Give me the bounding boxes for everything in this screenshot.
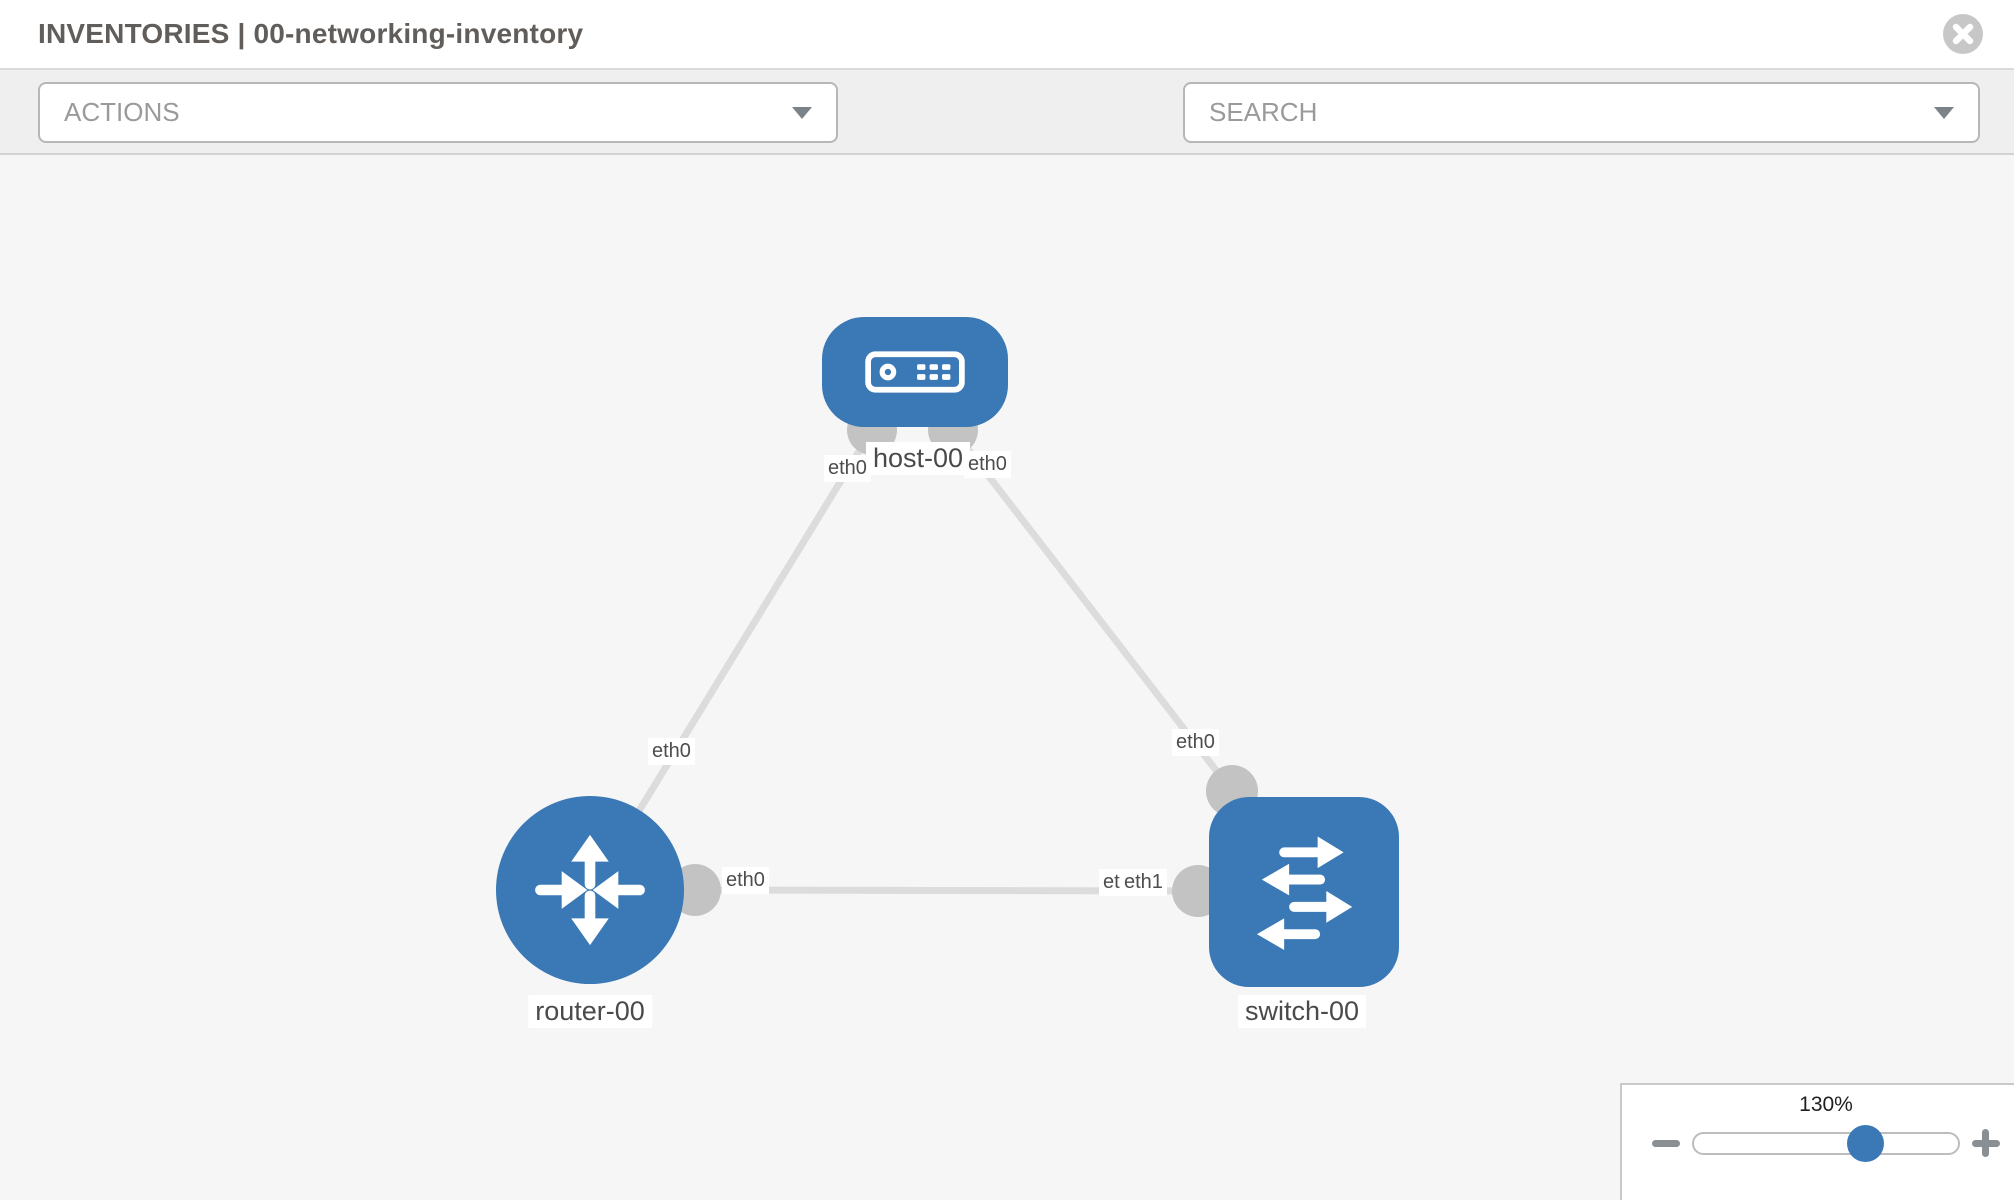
zoom-in-button[interactable]: [1970, 1127, 2002, 1159]
actions-dropdown[interactable]: ACTIONS: [38, 82, 838, 143]
toolbar: ACTIONS SEARCH: [0, 70, 2014, 205]
zoom-slider-thumb[interactable]: [1847, 1125, 1884, 1162]
actions-dropdown-label: ACTIONS: [64, 97, 180, 127]
minus-icon: [1652, 1140, 1680, 1147]
zoom-level-value: 130%: [1799, 1093, 1853, 1116]
topology-canvas[interactable]: host-00 router-00 switch-00 eth0 eth0 et…: [0, 155, 2014, 1200]
iface-label-router-side: eth0: [722, 867, 769, 894]
node-label-router: router-00: [528, 995, 652, 1028]
topology-links-layer: [587, 405, 1258, 917]
node-label-host: host-00: [865, 442, 971, 475]
close-icon: [1943, 14, 1983, 54]
iface-label-host-left: eth0: [824, 455, 871, 482]
node-router-00[interactable]: [496, 796, 684, 984]
iface-label-router-host-link: eth0: [648, 738, 695, 765]
chevron-down-icon: [1934, 106, 1954, 119]
iface-label-host-right: eth0: [964, 451, 1011, 478]
zoom-slider-track[interactable]: [1692, 1132, 1960, 1155]
header: INVENTORIES | 00-networking-inventory: [0, 0, 2014, 70]
chevron-down-icon: [792, 106, 812, 119]
host-icon: [865, 351, 965, 393]
search-dropdown[interactable]: SEARCH: [1183, 82, 1980, 143]
iface-label-host-switch-link: eth0: [1172, 729, 1219, 756]
node-host-00[interactable]: [822, 317, 1008, 427]
switch-icon: [1256, 836, 1353, 950]
node-label-switch: switch-00: [1237, 995, 1367, 1028]
zoom-out-button[interactable]: [1650, 1129, 1682, 1157]
close-button[interactable]: [1942, 13, 1984, 55]
node-switch-00[interactable]: [1209, 797, 1399, 987]
search-dropdown-label: SEARCH: [1209, 97, 1318, 127]
iface-label-switch-side-eth1: eth1: [1120, 869, 1167, 896]
page-title: INVENTORIES | 00-networking-inventory: [38, 18, 584, 49]
router-icon: [535, 834, 645, 946]
zoom-widget: 130%: [1620, 1083, 2014, 1200]
